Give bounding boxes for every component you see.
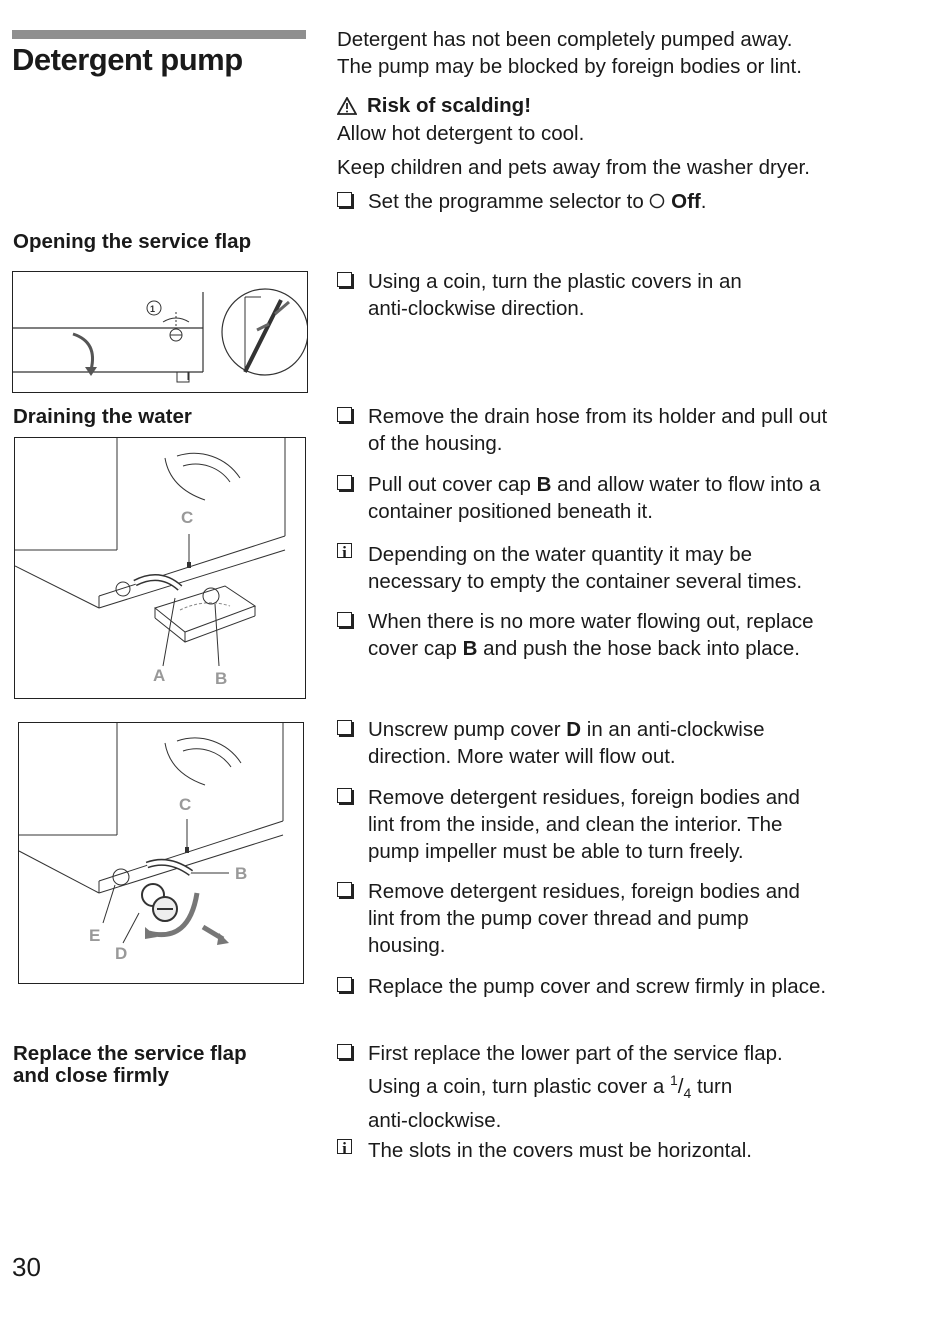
warning-line-1: Allow hot detergent to cool.: [337, 122, 585, 145]
step-suffix: .: [700, 190, 707, 213]
step-line: When there is no more water flowing out,…: [368, 610, 814, 633]
step-text: and allow water to flow into a: [557, 473, 821, 496]
step-line: lint from the inside, and clean the inte…: [368, 813, 783, 836]
title-rule: [12, 30, 306, 39]
draining-drawing: C A B: [14, 438, 286, 688]
info-icon: i: [337, 543, 352, 562]
off-circle-icon: [650, 193, 665, 209]
illustration-service-flap: 1: [12, 271, 309, 393]
label-b: B: [235, 864, 247, 883]
step-text: Using a coin, turn plastic cover a: [368, 1074, 665, 1098]
fraction-denominator: 4: [683, 1084, 692, 1101]
warning-line-2: Keep children and pets away from the was…: [337, 156, 810, 179]
label-d-inline: D: [566, 718, 582, 741]
checkbox-icon: [337, 788, 352, 803]
off-label: Off: [671, 190, 701, 213]
step-pull-cover-cap: Pull out cover cap B and allow water to …: [337, 471, 897, 525]
step-turn-covers: Using a coin, turn the plastic covers in…: [337, 268, 897, 322]
checkbox-icon: [337, 407, 352, 422]
svg-text:1: 1: [150, 304, 155, 314]
step-text: Unscrew pump cover: [368, 718, 561, 741]
illustration-draining: C A B: [14, 437, 306, 699]
checkbox-icon: [337, 272, 352, 287]
heading-opening-service-flap: Opening the service flap: [13, 230, 252, 253]
pump-cover-drawing: C B E D: [18, 723, 284, 963]
info-line: Depending on the water quantity it may b…: [368, 543, 753, 566]
label-c: C: [181, 508, 193, 527]
checkbox-icon: [337, 1044, 352, 1059]
step-text: in an anti-clockwise: [586, 718, 765, 741]
step-line: direction. More water will flow out.: [368, 745, 676, 768]
step-line: First replace the lower part of the serv…: [368, 1042, 783, 1065]
label-b-inline: B: [462, 637, 478, 660]
label-a: A: [153, 666, 165, 685]
step-line: pump impeller must be able to turn freel…: [368, 840, 744, 863]
checkbox-icon: [337, 977, 352, 992]
page-title: Detergent pump: [12, 42, 243, 77]
step-text: Set the programme selector to: [368, 190, 644, 213]
intro-line-1: Detergent has not been completely pumped…: [337, 28, 793, 51]
step-line: housing.: [368, 934, 446, 957]
step-line: Remove detergent residues, foreign bodie…: [368, 786, 800, 809]
heading-line: Replace the service flap: [13, 1042, 247, 1065]
step-remove-residues-thread: Remove detergent residues, foreign bodie…: [337, 878, 897, 959]
step-text: cover cap: [368, 637, 457, 660]
label-c: C: [179, 795, 191, 814]
warning-triangle-icon: [336, 96, 358, 115]
step-line: anti-clockwise.: [368, 1108, 502, 1132]
label-b-inline: B: [536, 473, 552, 496]
label-d: D: [115, 944, 127, 963]
info-icon: i: [337, 1139, 352, 1158]
step-unscrew-pump-cover: Unscrew pump cover D in an anti-clockwis…: [337, 716, 897, 770]
step-line: of the housing.: [368, 432, 503, 455]
step-replace-cover-cap: When there is no more water flowing out,…: [337, 608, 897, 662]
heading-draining-water: Draining the water: [13, 405, 192, 428]
page-number: 30: [12, 1252, 41, 1282]
info-slots-horizontal: i The slots in the covers must be horizo…: [337, 1137, 897, 1164]
step-line: Replace the pump cover and screw firmly …: [368, 975, 827, 998]
checkbox-icon: [337, 612, 352, 627]
checkbox-icon: [337, 192, 352, 207]
step-remove-drain-hose: Remove the drain hose from its holder an…: [337, 403, 897, 457]
step-remove-residues-inside: Remove detergent residues, foreign bodie…: [337, 784, 897, 865]
checkbox-icon: [337, 882, 352, 897]
warning-heading: Risk of scalding!: [336, 92, 532, 119]
step-line: lint from the pump cover thread and pump: [368, 907, 749, 930]
checkbox-icon: [337, 720, 352, 735]
step-line: Remove the drain hose from its holder an…: [368, 405, 828, 428]
fraction-numerator: 1: [669, 1072, 678, 1088]
step-line: container positioned beneath it.: [368, 500, 653, 523]
step-replace-lower-flap: First replace the lower part of the serv…: [337, 1040, 897, 1134]
illustration-pump-cover: C B E D: [18, 722, 304, 984]
heading-replace-service-flap: Replace the service flap and close firml…: [13, 1043, 247, 1087]
service-flap-drawing: 1: [13, 288, 309, 383]
info-water-quantity: i Depending on the water quantity it may…: [337, 541, 897, 595]
label-b: B: [215, 669, 227, 688]
step-line: Remove detergent residues, foreign bodie…: [368, 880, 800, 903]
intro-line-2: The pump may be blocked by foreign bodie…: [337, 55, 802, 78]
info-line: The slots in the covers must be horizont…: [368, 1139, 752, 1162]
warning-title: Risk of scalding!: [367, 94, 532, 117]
step-text: Pull out cover cap: [368, 473, 531, 496]
step-replace-pump-cover: Replace the pump cover and screw firmly …: [337, 973, 897, 1000]
info-line: necessary to empty the container several…: [368, 570, 803, 593]
step-line: Using a coin, turn the plastic covers in…: [368, 270, 742, 293]
step-programme-selector: Set the programme selector to Off.: [337, 188, 897, 215]
step-text: and push the hose back into place.: [483, 637, 800, 660]
step-line: anti-clockwise direction.: [368, 297, 585, 320]
step-text: turn: [696, 1074, 733, 1098]
label-e: E: [89, 926, 100, 945]
heading-line: and close firmly: [13, 1064, 170, 1087]
checkbox-icon: [337, 475, 352, 490]
